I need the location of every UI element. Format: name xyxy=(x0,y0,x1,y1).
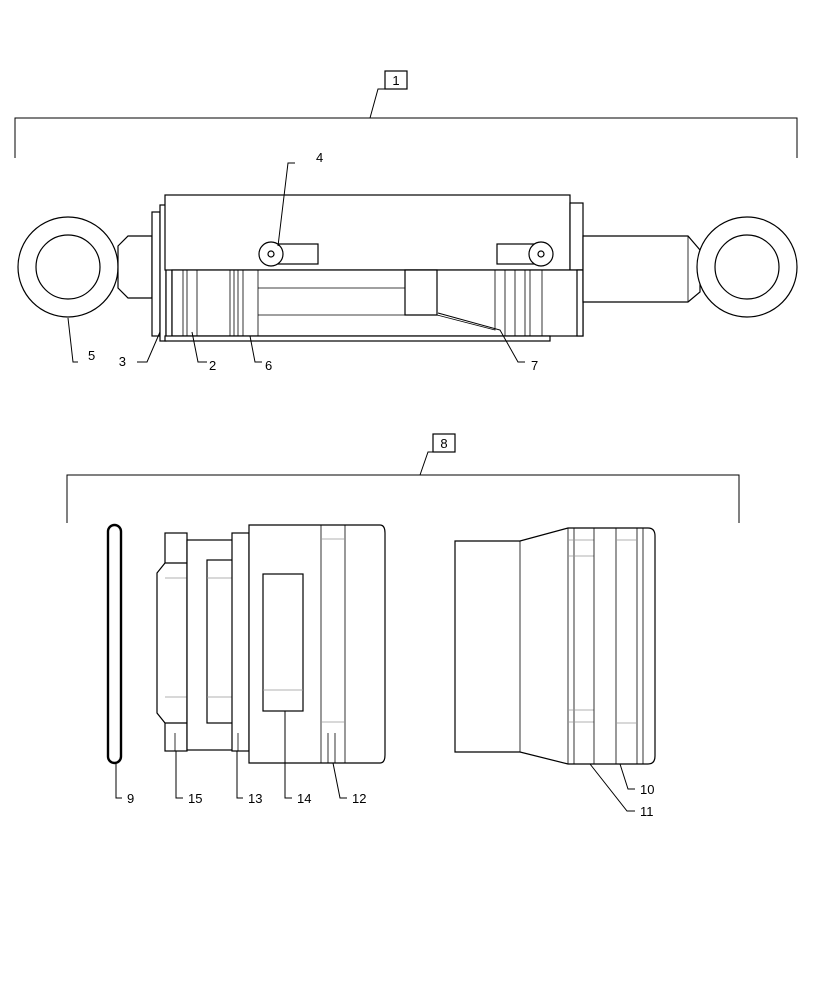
callout-10: 10 xyxy=(640,782,654,797)
o-ring xyxy=(106,523,123,765)
assembly-8-bracket xyxy=(66,474,740,523)
gland-assembly xyxy=(454,527,656,765)
port-right xyxy=(496,241,554,267)
assembly-1-bracket xyxy=(14,117,798,158)
port-left xyxy=(258,241,319,267)
callout-11: 11 xyxy=(640,804,654,819)
callout-6: 6 xyxy=(265,358,272,373)
callout-2: 2 xyxy=(209,358,216,373)
assembly-1-label-box xyxy=(384,70,408,90)
callout-13: 13 xyxy=(248,791,262,806)
callout-5: 5 xyxy=(88,348,95,363)
callout-9: 9 xyxy=(127,791,134,806)
callout-15: 15 xyxy=(188,791,202,806)
assembly-1-group: 1 xyxy=(14,70,798,373)
assembly-8-label: 8 xyxy=(440,436,447,451)
assembly-1-label: 1 xyxy=(392,73,399,88)
cylinder-barrel xyxy=(164,194,584,342)
callout-14: 14 xyxy=(297,791,311,806)
rod-eye-left xyxy=(17,216,153,318)
rod-eye-right xyxy=(582,216,798,318)
assembly-8-group: 8 xyxy=(66,433,740,819)
piston-assembly xyxy=(156,524,386,764)
callout-3: 3 xyxy=(119,354,126,369)
assembly-8-label-box xyxy=(432,433,456,453)
callout-4: 4 xyxy=(316,150,323,165)
callout-12: 12 xyxy=(352,791,366,806)
callout-7: 7 xyxy=(531,358,538,373)
